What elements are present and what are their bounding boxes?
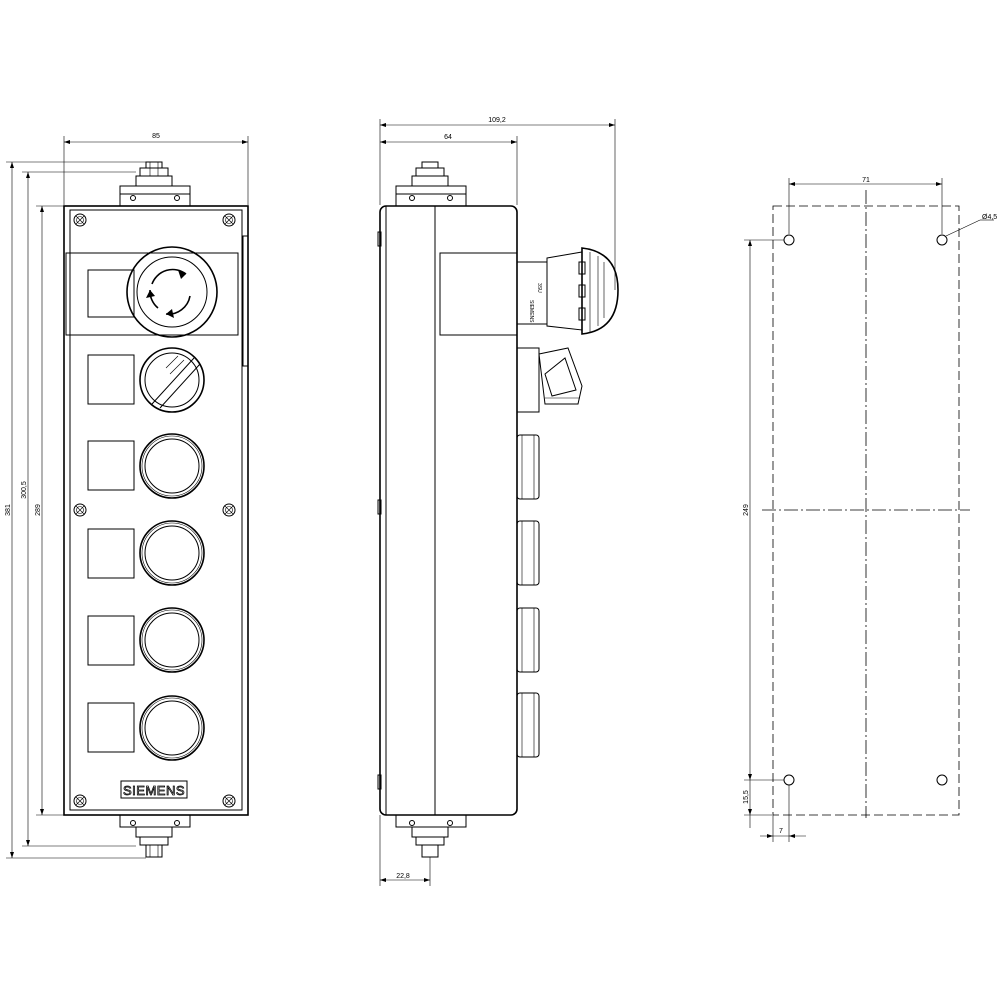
emergency-stop-icon (126, 246, 218, 338)
pushbutton-icon (516, 692, 540, 758)
label-field (87, 440, 135, 491)
overall-height-dimension: 381 (5, 161, 146, 859)
side-offset-label: 7 (779, 828, 783, 835)
hole-diameter-label: Ø4,5 (982, 214, 997, 221)
pushbutton-icon (139, 520, 205, 586)
overall-height-label: 381 (5, 504, 12, 516)
estop-model-label: 3SU (536, 283, 542, 293)
m12-connector-icon (395, 161, 467, 207)
pushbutton-icon (139, 607, 205, 673)
pushbutton-icon (516, 520, 540, 586)
brand-plate (120, 780, 188, 799)
label-field (87, 528, 135, 579)
connector-offset-label: 22,8 (396, 873, 410, 880)
housing-inner (69, 209, 243, 811)
side-depth-dimension: 64 (380, 134, 518, 205)
estop-guard-plate (65, 252, 239, 336)
mounting-hole (783, 234, 795, 246)
side-latch (242, 235, 249, 367)
hole-spacing-horizontal-label: 71 (862, 177, 870, 184)
side-depth-overall-label: 109,2 (488, 117, 506, 124)
hole-spacing-vertical-label: 249 (743, 504, 750, 516)
bottom-offset-dimension: 15,5 (743, 780, 772, 828)
height-label-3: 289 (35, 504, 42, 516)
pushbutton-icon (139, 433, 205, 499)
height-dimension-2: 300,5 (21, 171, 136, 847)
label-field (87, 615, 135, 666)
side-overall-depth-dimension: 109,2 (379, 117, 616, 290)
label-field (87, 354, 135, 405)
height-label-2: 300,5 (21, 481, 28, 499)
drilling-template: 71 Ø4,5 249 15,5 7 (743, 177, 997, 842)
label-field (87, 702, 135, 753)
mounting-hole (783, 774, 795, 786)
pushbutton-icon (139, 695, 205, 761)
pushbutton-icon (516, 434, 540, 500)
screw-icon (222, 503, 236, 517)
hole-spacing-vertical-dimension: 249 (743, 239, 784, 781)
front-width-label: 85 (152, 133, 160, 140)
side-offset-dimension: 7 (760, 785, 806, 842)
connector-offset-dimension: 22,8 (379, 815, 431, 886)
screw-icon (73, 213, 87, 227)
top-connector (119, 161, 191, 207)
front-width-dimension: 85 (63, 133, 249, 205)
side-housing-outline (379, 205, 518, 816)
emergency-stop-icon: SIEMENS 3SU (516, 247, 619, 335)
screw-icon (222, 213, 236, 227)
hole-diameter-callout: Ø4,5 (945, 214, 997, 237)
screw-icon (222, 794, 236, 808)
estop-brand-label: SIEMENS (528, 300, 534, 323)
selector-switch-icon (516, 347, 583, 413)
pushbutton-icon (516, 607, 540, 673)
estop-guard-side (439, 252, 518, 336)
hole-spacing-horizontal-dimension: 71 (788, 177, 943, 234)
bottom-offset-label: 15,5 (743, 790, 750, 804)
selector-switch-icon (139, 347, 205, 413)
label-field (87, 269, 135, 318)
screw-icon (73, 503, 87, 517)
brand-label: SIEMENS (123, 783, 185, 798)
m12-connector-icon (119, 814, 191, 858)
side-depth-label: 64 (444, 134, 452, 141)
housing-outline (63, 205, 249, 816)
height-dimension-3: 289 (35, 205, 64, 816)
side-view: SIEMENS 3SU (377, 117, 619, 886)
mounting-hole (936, 234, 948, 246)
front-view: SIEMENS 85 381 (5, 133, 249, 859)
m12-connector-icon (395, 814, 467, 858)
screw-icon (73, 794, 87, 808)
mounting-hole (936, 774, 948, 786)
